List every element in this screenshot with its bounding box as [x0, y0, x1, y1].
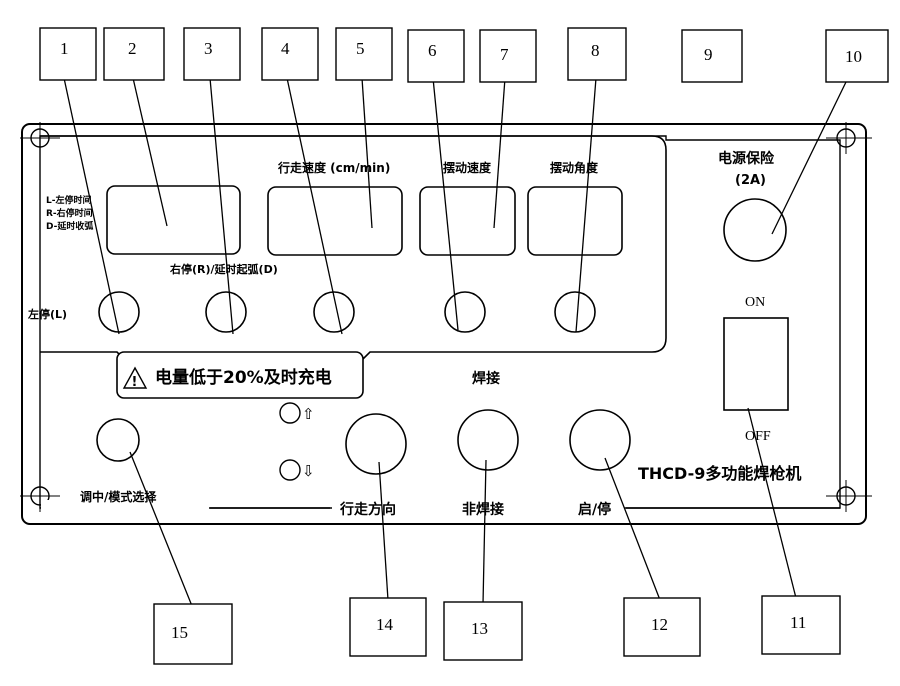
knob-center-mode [96, 418, 140, 462]
arrow-up-icon: ⇧ [302, 405, 315, 423]
callout-5-label: 5 [356, 39, 365, 58]
power-subpanel-outline [666, 140, 840, 508]
display-legend-line-1: L-左停时间 [46, 194, 91, 206]
leader-8 [575, 77, 597, 333]
switch-off-label: OFF [745, 429, 771, 444]
led-direction-down [279, 459, 301, 481]
button-travel-direction [345, 413, 407, 475]
callout-8-label: 8 [591, 41, 600, 60]
callout-6: 6 [407, 29, 465, 83]
callout-1-label: 1 [60, 39, 69, 58]
warning-text: 电量低于20%及时充电 [155, 367, 332, 388]
swing-speed-label: 摆动速度 [443, 160, 492, 175]
leader-6 [432, 77, 459, 331]
callout-13-label: 13 [471, 619, 488, 638]
leader-12 [604, 457, 661, 601]
display-subpanel-outline [40, 135, 667, 363]
power-switch [723, 317, 789, 411]
callout-7: 7 [479, 29, 537, 83]
callout-15-label: 15 [171, 623, 188, 642]
display-travel-speed-window [267, 186, 403, 256]
weld-label: 焊接 [472, 370, 500, 387]
button-start-stop [569, 409, 631, 471]
right-stop-label: 右停(R)/延时起弧(D) [169, 262, 278, 276]
leader-1 [63, 77, 120, 335]
outer-panel-frame [21, 123, 867, 525]
callout-3: 3 [183, 27, 241, 81]
leader-lines [63, 77, 847, 607]
display-time-window [106, 185, 241, 255]
warning-triangle-icon [122, 366, 148, 389]
leader-13 [482, 459, 487, 605]
callout-1: 1 [39, 27, 97, 81]
fuse-label: 电源保险 [718, 150, 775, 167]
leader-15 [129, 451, 193, 607]
warning-label-box [116, 351, 364, 399]
knob-swing-angle [554, 291, 596, 333]
knob-left-stop [98, 291, 140, 333]
leader-11 [747, 407, 797, 599]
callout-10-label: 10 [845, 47, 862, 66]
callout-13: 13 [443, 601, 523, 661]
corner-screw-bottom-right [826, 480, 872, 512]
callout-8: 8 [567, 27, 627, 81]
callout-2-label: 2 [128, 39, 137, 58]
leader-3 [209, 77, 234, 335]
knob-swing-speed [444, 291, 486, 333]
leader-4 [286, 77, 343, 335]
callout-11: 11 [761, 595, 841, 655]
display-legend-line-2: R-右停时间 [46, 207, 93, 219]
led-direction-up [279, 402, 301, 424]
callout-4-label: 4 [281, 39, 290, 58]
fuse-rating: (2A) [735, 173, 766, 188]
display-swing-speed-window [419, 186, 516, 256]
callout-10: 10 [825, 29, 889, 83]
callout-9-label: 9 [704, 45, 713, 64]
corner-screw-bottom-left [20, 480, 60, 512]
callout-12-label: 12 [651, 615, 668, 634]
callout-3-label: 3 [204, 39, 213, 58]
callout-12: 12 [623, 597, 701, 657]
left-stop-label: 左停(L) [27, 307, 67, 321]
callout-6-label: 6 [428, 41, 437, 60]
fuse-holder [723, 198, 787, 262]
bottom-rail-mask-2 [332, 500, 624, 512]
inner-panel-outline [39, 135, 841, 509]
non-weld-label: 非焊接 [462, 501, 504, 518]
switch-on-label: ON [745, 295, 765, 310]
corner-screw-top-right [826, 122, 872, 154]
leader-14 [378, 461, 389, 601]
callout-4: 4 [261, 27, 319, 81]
display-legend-line-3: D-延时收弧 [46, 220, 93, 232]
callout-7-label: 7 [500, 45, 509, 64]
button-weld-toggle [457, 409, 519, 471]
callout-2: 2 [103, 27, 165, 81]
leader-2 [132, 77, 168, 227]
leader-7 [493, 77, 506, 229]
arrow-down-icon: ⇩ [302, 462, 315, 480]
corner-screw-top-left [20, 122, 60, 154]
callout-11-label: 11 [790, 613, 806, 632]
swing-angle-label: 摆动角度 [550, 160, 599, 175]
travel-direction-label: 行走方向 [339, 501, 396, 518]
leader-5 [361, 77, 373, 229]
display-swing-angle-window [527, 186, 623, 256]
bottom-rail-mask [41, 500, 209, 512]
start-stop-label: 启/停 [578, 501, 611, 518]
leader-10 [771, 81, 847, 235]
callout-9: 9 [681, 29, 743, 83]
model-name: THCD-9多功能焊枪机 [638, 464, 801, 483]
callout-14-label: 14 [376, 615, 394, 634]
warning-exclamation: ! [132, 375, 138, 390]
knob-right-stop [205, 291, 247, 333]
callout-15: 15 [153, 603, 233, 665]
callout-5: 5 [335, 27, 393, 81]
knob-delay-arc [313, 291, 355, 333]
travel-speed-label: 行走速度 (cm/min) [277, 160, 390, 175]
center-mode-label: 调中/模式选择 [80, 489, 157, 504]
callout-14: 14 [349, 597, 427, 657]
